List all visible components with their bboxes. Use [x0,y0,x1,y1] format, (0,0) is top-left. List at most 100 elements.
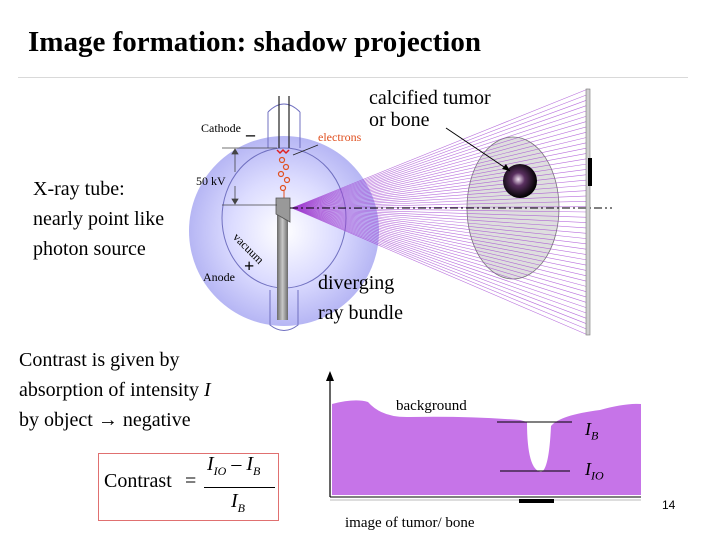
denominator-sub: B [237,501,246,515]
tumor-pointer-head [502,164,510,171]
ib-label: IB [585,419,598,444]
tumor-pointer [445,127,511,172]
contrast-line3-text: by object [19,409,93,431]
anode-sign: + [244,256,255,276]
x-ray-line [291,110,589,209]
x-ray-line [291,142,589,209]
xray-label-line1: X-ray tube: [33,178,125,200]
ib-label-i: I [585,419,591,439]
contrast-line3-result: negative [122,409,191,431]
io-label-i: I [585,459,591,479]
x-ray-line [291,179,589,209]
right-arrow-icon: → [97,409,118,431]
tumor-label: calcified tumor or bone [369,87,491,131]
electron-dots [277,156,291,192]
x-ray-line [291,207,589,314]
intensity-profile [326,371,641,503]
x-ray-line [291,207,589,282]
x-ray-line [291,207,589,240]
x-ray-line [291,201,589,209]
rays-label-line2: ray bundle [318,302,403,324]
io-label: IIO [585,459,604,484]
anode-rod [277,215,288,320]
x-ray-line [291,207,589,250]
contrast-line2-text: absorption of intensity [19,379,199,401]
formula-fraction-bar [204,487,275,488]
numerator-sub1: IO [213,464,227,478]
x-ray-line [291,120,589,209]
cathode-wires [278,96,290,148]
x-ray-line [291,152,589,209]
x-ray-line [291,136,589,209]
formula-label: Contrast [104,470,172,492]
x-ray-line [291,168,589,209]
x-ray-line [291,207,589,277]
body-object [466,136,560,280]
denominator-i: I [231,490,238,512]
x-ray-line [291,131,589,209]
x-ray-line [291,195,589,209]
x-ray-line [291,147,589,209]
x-ray-line [291,94,589,209]
x-ray-line [291,88,589,209]
x-ray-line [291,207,589,309]
x-ray-line [291,115,589,209]
tumor-shadow [588,158,592,186]
filament [276,148,290,155]
numerator-i1: I [207,453,214,475]
x-ray-line [291,126,589,209]
electrons-pointer [292,144,319,156]
ib-label-sub: B [591,428,599,443]
x-ray-line [291,207,589,245]
background-label: background [396,398,467,414]
contrast-line1: Contrast is given by [19,349,180,371]
x-ray-line [291,190,589,209]
x-ray-line [291,207,589,223]
formula-denominator: IB [231,490,245,516]
x-ray-line [291,184,589,209]
rays-label-line1: diverging [318,272,395,294]
x-ray-line [291,207,589,256]
x-ray-line [291,207,589,266]
x-ray-line [291,174,589,209]
x-ray-line [291,207,589,304]
contrast-description: Contrast is given by absorption of inten… [19,345,211,435]
x-ray-line [291,207,589,330]
x-ray-line [291,207,589,288]
slide-title: Image formation: shadow projection [28,26,481,58]
x-ray-line [291,207,589,325]
x-ray-line [291,163,589,209]
x-ray-line [291,207,589,229]
profile-y-axis-arrow [326,371,334,381]
x-ray-line [291,158,589,209]
x-ray-line [291,207,589,272]
formula-equals: = [185,470,197,492]
x-ray-line [291,104,589,209]
tumor-object [503,164,537,198]
detector-screen [585,88,591,336]
tumor-image-marker [519,499,554,503]
voltage-bracket [222,147,277,206]
x-ray-line [291,99,589,209]
x-ray-line [291,207,589,293]
page-number: 14 [662,498,676,512]
cathode-label: Cathode [201,121,241,135]
title-divider [18,77,688,78]
anode-label: Anode [203,270,235,284]
x-ray-line [291,207,589,298]
xray-label-line3: photon source [33,238,146,260]
voltage-label: 50 kV [196,174,226,188]
formula-numerator: IIO – IB [207,453,260,479]
anode-target [275,197,291,223]
ray-bundle [291,88,589,336]
x-ray-line [291,207,589,234]
xray-label-line2: nearly point like [33,208,165,230]
tumor-label-line1: calcified tumor [369,87,491,109]
x-ray-line [291,207,589,213]
contrast-line3: by object → negative [19,405,211,435]
formula-minus: – [226,453,247,475]
x-ray-line [291,207,589,218]
x-ray-line [291,207,589,320]
ray-bundle-label: diverging ray bundle [318,268,403,328]
cathode-sign: – [246,124,255,144]
